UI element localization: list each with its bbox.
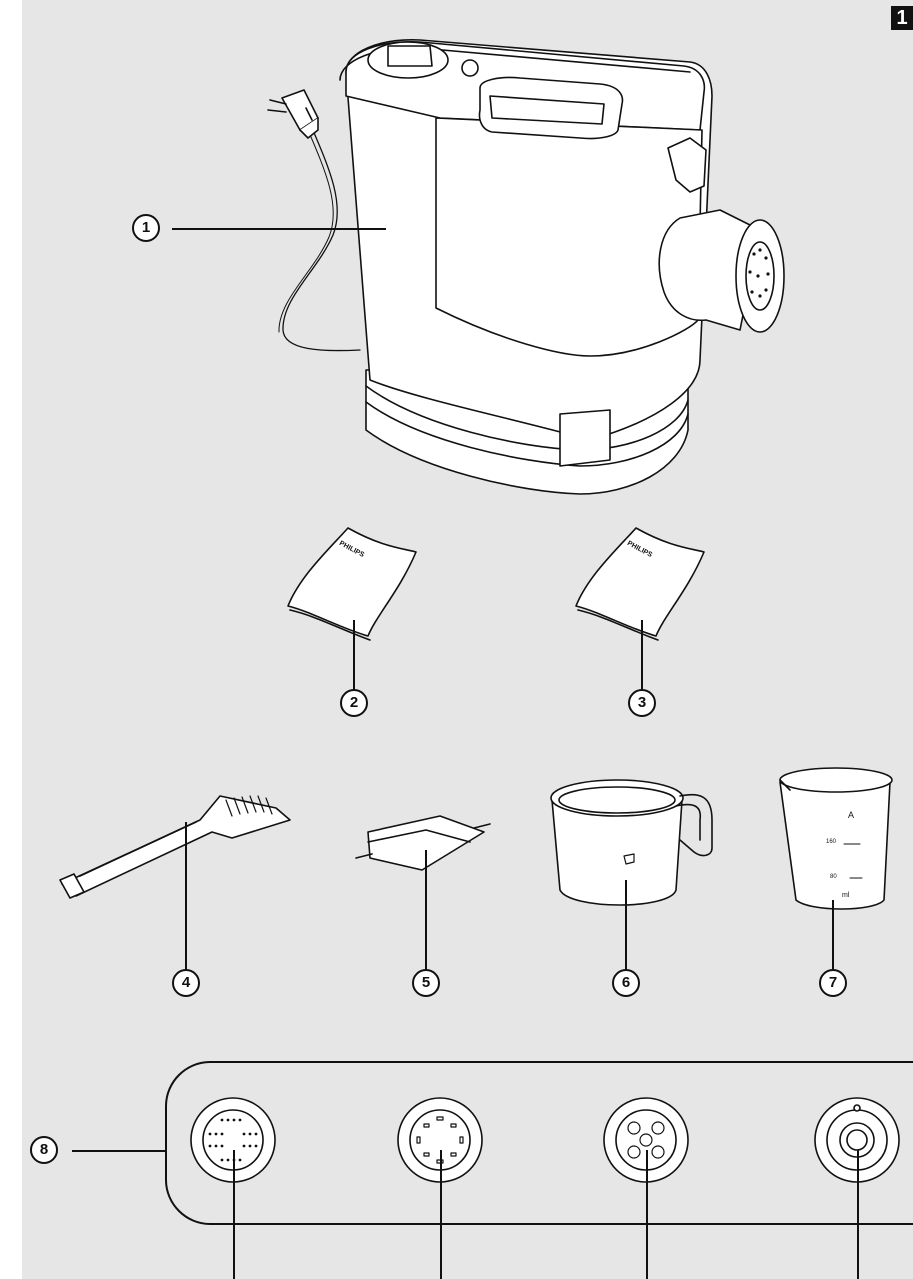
leader-1	[172, 228, 386, 230]
cleaning-brush	[59, 795, 291, 899]
flat-cutter	[355, 815, 491, 871]
disc-1	[190, 1097, 276, 1183]
callout-6: 6	[612, 969, 640, 997]
leader-3	[641, 620, 643, 690]
power-cord	[282, 127, 361, 352]
callout-5: 5	[412, 969, 440, 997]
callout-4: 4	[172, 969, 200, 997]
shaping-discs-frame	[165, 1061, 913, 1225]
leader-4	[185, 822, 187, 970]
callout-3: 3	[628, 689, 656, 717]
jug-mark-80: 80	[830, 874, 837, 880]
measuring-cup	[550, 779, 713, 906]
callout-8: 8	[30, 1136, 58, 1164]
measuring-jug	[779, 767, 893, 910]
plug-icon	[267, 89, 319, 139]
leader-disc-4	[857, 1150, 859, 1279]
booklet-3	[575, 527, 705, 641]
jug-mark-160: 160	[826, 839, 837, 845]
page-number: 1	[891, 6, 913, 30]
leader-disc-3	[646, 1150, 648, 1279]
leader-6	[625, 880, 627, 970]
leader-disc-1	[233, 1150, 235, 1279]
leader-2	[353, 620, 355, 690]
disc-2	[397, 1097, 483, 1183]
booklet-2	[287, 527, 417, 641]
leader-disc-2	[440, 1150, 442, 1279]
callout-1: 1	[132, 214, 160, 242]
callout-2: 2	[340, 689, 368, 717]
extruder-head	[658, 209, 761, 331]
leader-5	[425, 850, 427, 970]
main-unit	[267, 39, 785, 495]
leader-7	[832, 900, 834, 970]
leader-8	[72, 1150, 166, 1152]
callout-7: 7	[819, 969, 847, 997]
disc-3	[603, 1097, 689, 1183]
jug-unit: ml	[842, 892, 850, 899]
jug-scale-label: A	[848, 810, 855, 820]
